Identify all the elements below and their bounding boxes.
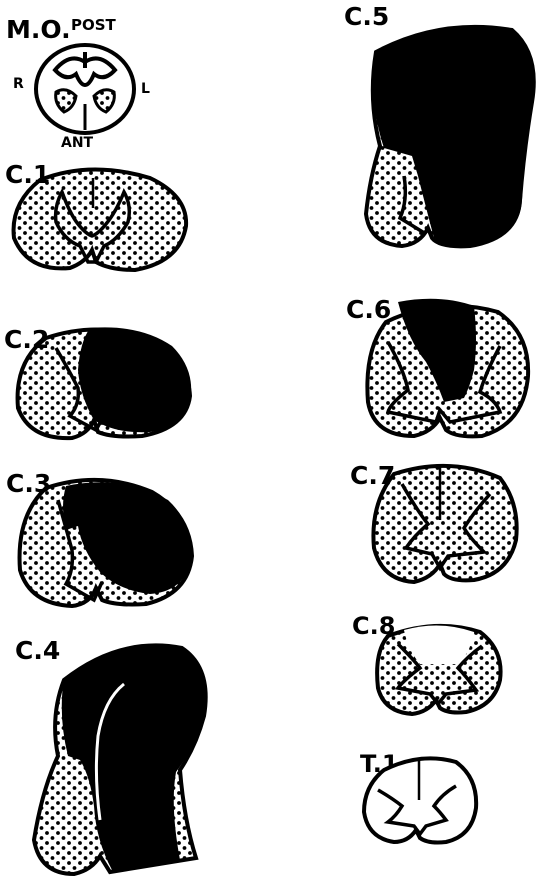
section-mo: M.O. POST R L ANT bbox=[6, 15, 150, 151]
section-c8: C.8 bbox=[352, 612, 501, 714]
section-c4: C.4 bbox=[15, 636, 207, 874]
orientation-post-label: POST bbox=[71, 16, 117, 34]
orientation-right-label: R bbox=[13, 76, 24, 92]
section-label-c4: C.4 bbox=[15, 636, 60, 665]
section-label-c6: C.6 bbox=[346, 295, 391, 324]
section-c1: C.1 bbox=[5, 160, 186, 270]
orientation-ant-label: ANT bbox=[61, 135, 94, 151]
section-c7: C.7 bbox=[350, 461, 517, 582]
section-c3: C.3 bbox=[6, 469, 192, 606]
cord-outline-c7 bbox=[373, 466, 516, 582]
section-c6: C.6 bbox=[346, 295, 528, 436]
section-label-mo: M.O. bbox=[6, 15, 71, 44]
section-t1: T.1 bbox=[360, 750, 476, 843]
lesion-c2 bbox=[78, 327, 191, 432]
orientation-left-label: L bbox=[141, 81, 150, 97]
section-label-c5: C.5 bbox=[344, 2, 389, 31]
section-c5: C.5 bbox=[344, 2, 534, 246]
section-c2: C.2 bbox=[4, 325, 191, 438]
